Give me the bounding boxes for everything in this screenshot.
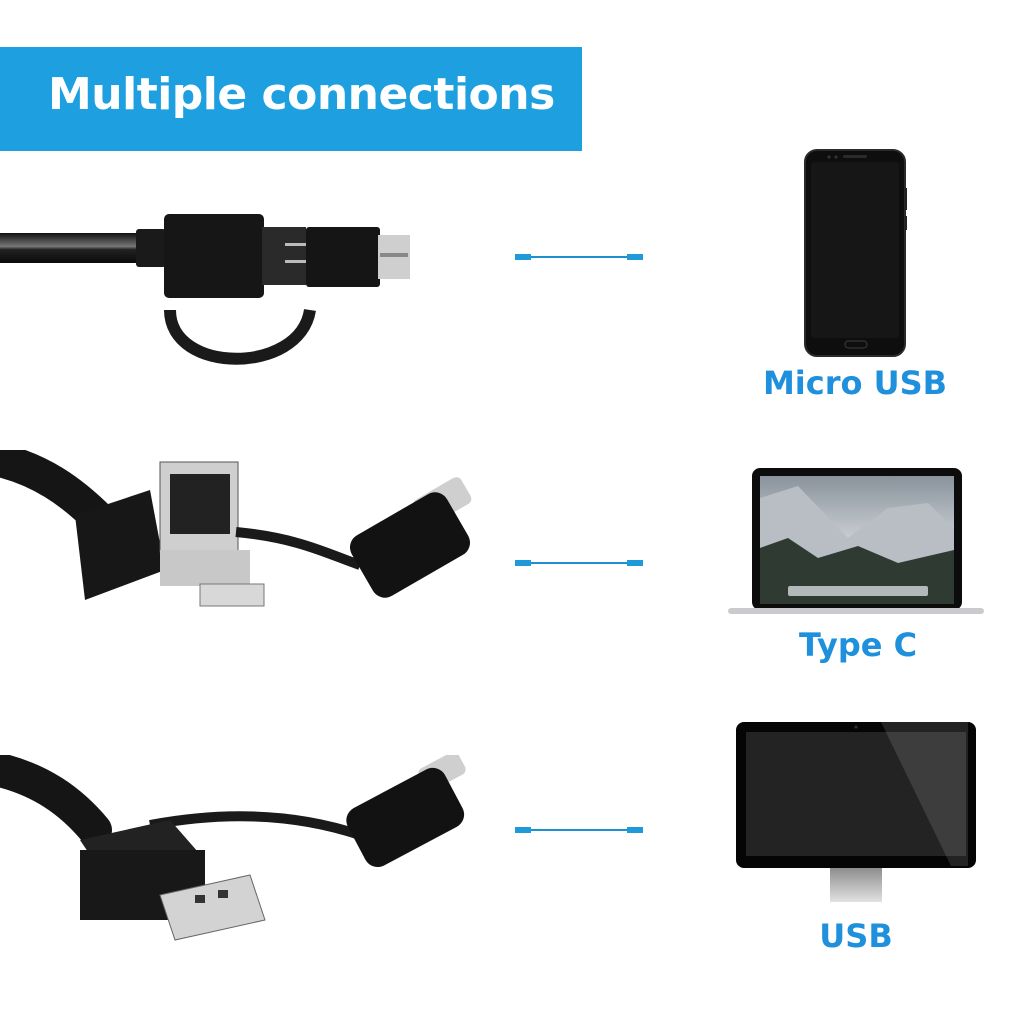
connector-line-2 [515, 560, 643, 566]
device-label-usb: USB [819, 917, 893, 955]
smartphone-image [804, 149, 907, 357]
usb-cable-image [0, 755, 466, 941]
device-label-type-c: Type C [798, 626, 918, 664]
connector-line-3 [515, 827, 643, 833]
connector-line-1 [515, 254, 643, 260]
page-title: Multiple connections [48, 69, 555, 120]
title-banner: Multiple connections [0, 47, 582, 151]
laptop-image [728, 468, 984, 614]
micro-usb-cable-image [0, 214, 410, 365]
device-label-micro-usb: Micro USB [762, 364, 948, 402]
otg-cable-image [0, 450, 472, 607]
monitor-image [736, 722, 976, 902]
